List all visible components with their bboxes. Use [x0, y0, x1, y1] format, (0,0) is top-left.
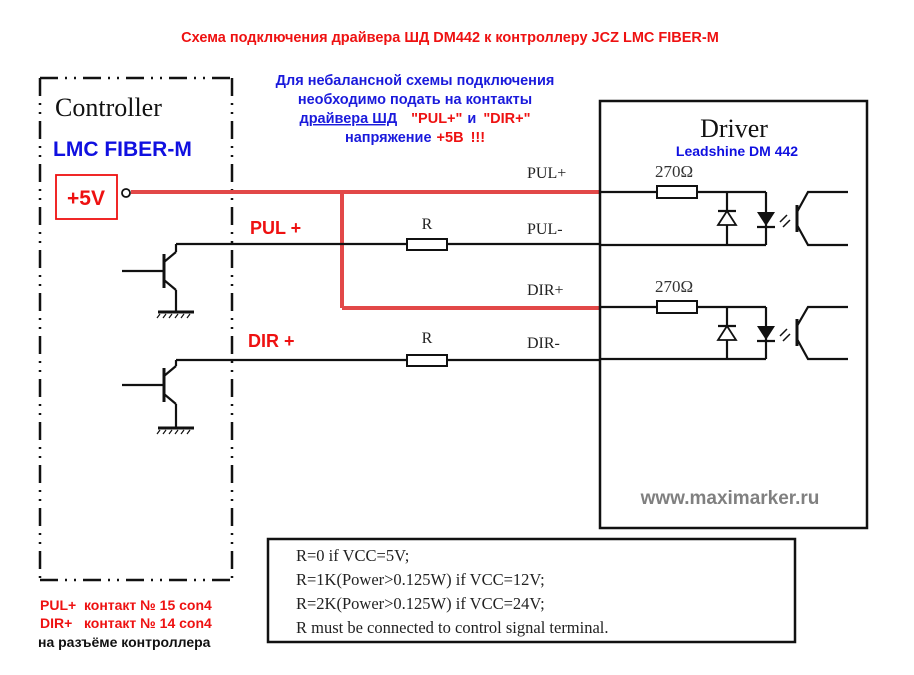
pul-transistor-icon: [122, 244, 194, 319]
dir-transistor-icon: [122, 360, 194, 435]
footnote-pul: PUL+ контакт № 15 con4: [40, 597, 212, 613]
controller-heading: Controller: [55, 93, 162, 122]
note-dir-plus: "DIR+": [483, 111, 530, 127]
note-pul-plus: "PUL+": [411, 111, 462, 127]
external-resistor-dir: [406, 354, 448, 367]
note-voltage-prefix: напряжение: [345, 130, 432, 146]
pin-pul-minus: PUL-: [527, 221, 563, 238]
note-and: и: [467, 111, 476, 127]
footnote-connector: на разъёме контроллера: [38, 634, 211, 650]
supply-5v-label: +5V: [67, 187, 105, 210]
note-line-4: напряжение +5В!!!: [345, 130, 485, 146]
pin-dir-minus: DIR-: [527, 335, 560, 352]
formula-line-3: R=2K(Power>0.125W) if VCC=24V;: [296, 594, 545, 613]
pin-pul-plus: PUL+: [527, 165, 566, 182]
connection-note: Для небалансной схемы подключения необхо…: [276, 73, 555, 146]
driver-resistor-label-dir: 270Ω: [655, 277, 693, 296]
diagram-title: Схема подключения драйвера ШД DM442 к ко…: [181, 30, 719, 46]
external-resistor-pul: [406, 238, 448, 251]
resistor-label-pul: R: [422, 216, 433, 233]
formula-box: [266, 537, 797, 644]
formula-line-1: R=0 if VCC=5V;: [296, 546, 409, 565]
controller-boundary: [38, 76, 234, 582]
signal-pul-label: PUL +: [250, 218, 301, 238]
supply-5v-box: [55, 174, 118, 220]
note-voltage-value: +5В: [437, 130, 464, 146]
dir-optocoupler-icon: [600, 300, 848, 361]
red-supply-wires: [131, 190, 600, 310]
note-driver-link[interactable]: драйвера ШД: [299, 111, 397, 127]
signal-dir-label: DIR +: [248, 331, 295, 351]
note-exclamation: !!!: [471, 130, 486, 146]
footnote-dir: DIR+ контакт № 14 con4: [40, 615, 212, 631]
website-label: www.maximarker.ru: [640, 488, 820, 509]
note-line-1: Для небалансной схемы подключения: [276, 73, 555, 89]
supply-terminal-icon: [121, 188, 131, 198]
note-line-3: драйвера ШД "PUL+" и "DIR+": [299, 111, 530, 127]
formula-line-4: R must be connected to control signal te…: [296, 618, 609, 637]
driver-box: [598, 99, 869, 530]
driver-resistor-label-pul: 270Ω: [655, 162, 693, 181]
driver-model: Leadshine DM 442: [676, 143, 798, 159]
pul-optocoupler-icon: [600, 185, 848, 247]
driver-heading: Driver: [700, 114, 768, 143]
pin-dir-plus: DIR+: [527, 282, 564, 299]
formula-line-2: R=1K(Power>0.125W) if VCC=12V;: [296, 570, 545, 589]
note-line-2: необходимо подать на контакты: [298, 92, 532, 108]
controller-model: LMC FIBER-M: [53, 138, 192, 161]
resistor-label-dir: R: [422, 330, 433, 347]
